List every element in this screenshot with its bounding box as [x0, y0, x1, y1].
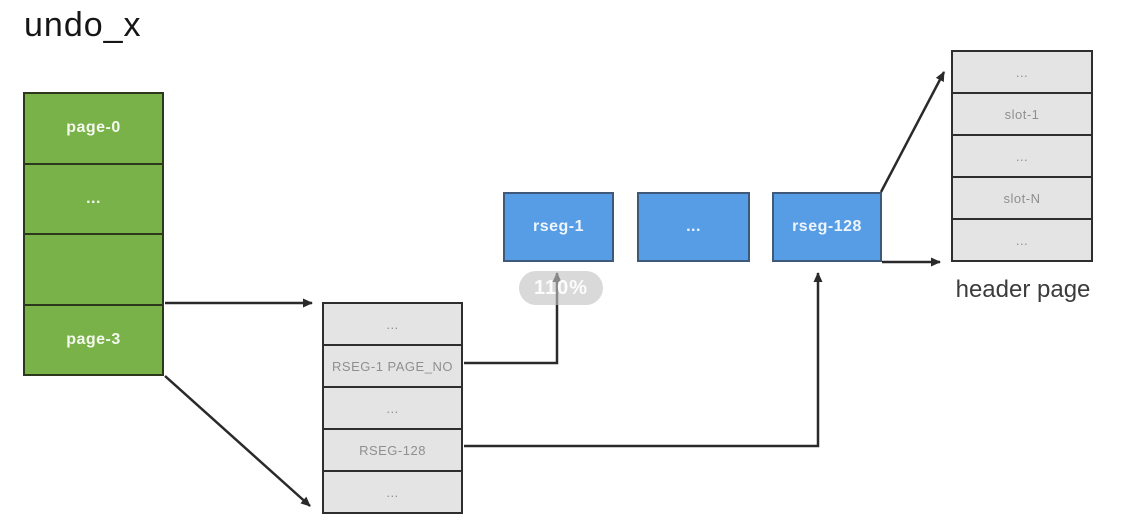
rseg-array-row: RSEG-1 PAGE_NO — [324, 344, 461, 386]
rseg-128-box: rseg-128 — [772, 192, 882, 262]
header-page-table: ... slot-1 ... slot-N ... — [951, 50, 1093, 262]
header-page-row: ... — [953, 52, 1091, 92]
header-page-row: ... — [953, 218, 1091, 260]
header-page-row: slot-1 — [953, 92, 1091, 134]
undo-page-row: ... — [25, 162, 162, 233]
rseg-1-box: rseg-1 — [503, 192, 614, 262]
undo-tablespace-table: page-0 ... page-3 — [23, 92, 164, 376]
zoom-indicator: 110% — [519, 271, 603, 305]
header-page-row: ... — [953, 134, 1091, 176]
diagram-title: undo_x — [24, 6, 142, 44]
rseg-array-row: ... — [324, 304, 461, 344]
undo-page-row: page-3 — [25, 303, 162, 374]
arrow-rseg128-to-headerpage-top — [879, 71, 946, 193]
rseg-array-row: RSEG-128 — [324, 428, 461, 470]
header-page-caption: header page — [955, 276, 1091, 303]
header-page-row: slot-N — [953, 176, 1091, 218]
rseg-ellipsis-box: ... — [637, 192, 750, 262]
undo-page-row: page-0 — [25, 94, 162, 163]
rseg-array-row: ... — [324, 386, 461, 428]
arrow-page3-to-rsegpage-bottom — [164, 375, 311, 507]
arrow-rseg128row-to-rseg128 — [464, 272, 823, 448]
rseg-array-row: ... — [324, 470, 461, 512]
rseg-array-page-table: ... RSEG-1 PAGE_NO ... RSEG-128 ... — [322, 302, 463, 514]
undo-page-row — [25, 233, 162, 304]
